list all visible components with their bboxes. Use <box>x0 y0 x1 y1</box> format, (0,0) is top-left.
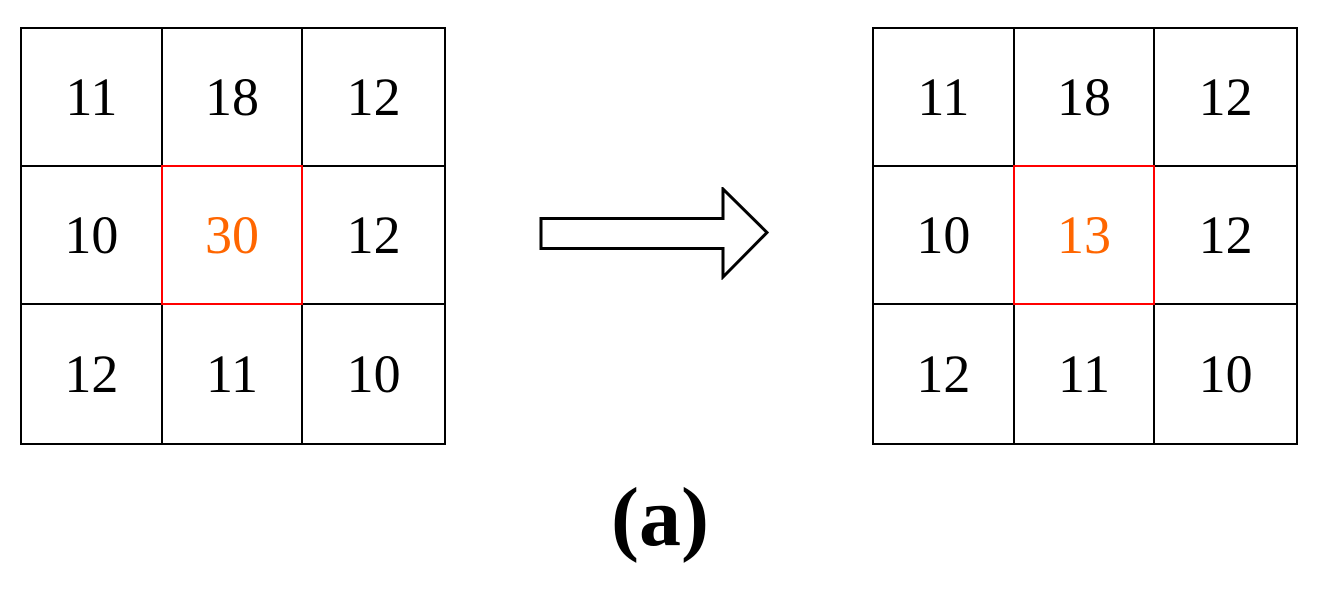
pixel-grid-after: 11 18 12 10 13 12 12 11 10 <box>872 27 1298 445</box>
grid-cell: 12 <box>874 305 1015 443</box>
grid-cell: 18 <box>1014 29 1156 167</box>
grid-cell: 11 <box>1015 305 1156 443</box>
grid-cell: 10 <box>22 167 163 305</box>
grid-cell: 11 <box>22 29 163 167</box>
grid-cell: 12 <box>22 305 163 443</box>
grid-cell: 12 <box>1155 167 1296 305</box>
pixel-grid-before: 11 18 12 10 30 12 12 11 10 <box>20 27 446 445</box>
figure-caption: (a) <box>611 471 709 564</box>
grid-cell: 12 <box>303 167 444 305</box>
grid-cell-highlighted: 13 <box>1014 167 1156 305</box>
grid-cell: 18 <box>162 29 304 167</box>
grid-cell: 12 <box>1155 29 1296 167</box>
grid-cell: 11 <box>874 29 1015 167</box>
grid-cell-highlighted: 30 <box>162 167 304 305</box>
grid-cell: 10 <box>874 167 1015 305</box>
grid-cell: 10 <box>346 344 401 404</box>
grid-cell: 11 <box>163 305 304 443</box>
grid-cell: 10 <box>1198 344 1253 404</box>
grid-cell: 12 <box>303 29 444 167</box>
right-arrow-icon <box>539 187 770 280</box>
